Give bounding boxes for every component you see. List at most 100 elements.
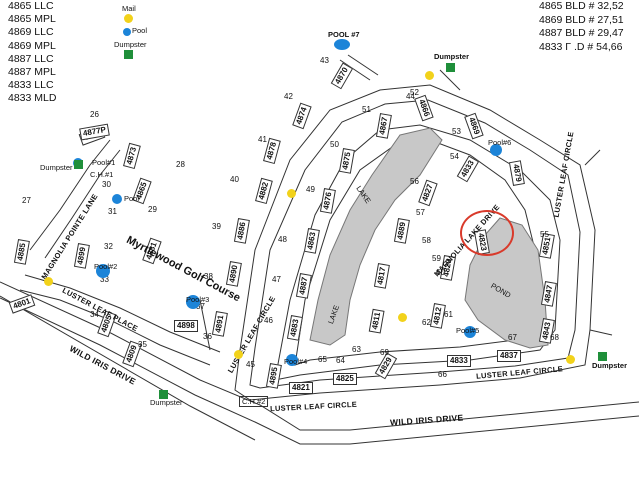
building-number: 65 <box>318 355 327 364</box>
legend-left-row: 4833 MLD <box>8 92 57 105</box>
legend-right-row: 4887 BLD # 29,47 <box>539 27 624 39</box>
building-number: 32 <box>104 242 113 251</box>
building-number: 40 <box>230 175 239 184</box>
mail-icon <box>398 313 407 322</box>
building-number: 51 <box>362 105 371 114</box>
dumpster-label: Dumpster <box>150 398 183 407</box>
legend-right: 4865 BLD # 32,52 4869 BLD # 27,51 4887 B… <box>539 0 624 54</box>
building-number: 31 <box>108 207 117 216</box>
building-number: 53 <box>452 127 461 136</box>
building-number: 52 <box>410 88 419 97</box>
legend-left-row: 4869 LLC <box>8 26 54 39</box>
pool-label: Pool#2 <box>94 262 118 271</box>
building-number: 60 <box>436 268 445 277</box>
building-number: 63 <box>352 345 361 354</box>
pool-label: Pool#1 <box>92 158 116 167</box>
building-number: 47 <box>272 275 281 284</box>
building-number: 41 <box>258 135 267 144</box>
dumpster-icon <box>74 160 83 169</box>
building-number: 48 <box>278 235 287 244</box>
building: 4825 <box>333 373 357 385</box>
mail-icon <box>425 71 434 80</box>
building-number: 42 <box>284 92 293 101</box>
building: 4837 <box>497 350 521 362</box>
legend-left-row: 4887 MPL <box>8 65 56 78</box>
pool-icon <box>464 326 476 338</box>
building-number: 59 <box>432 254 441 263</box>
pool-icon <box>123 28 131 36</box>
legend-right-row: 4865 BLD # 32,52 <box>539 0 624 12</box>
mail-icon <box>234 350 243 359</box>
building-number: 35 <box>138 340 147 349</box>
building-number: 64 <box>336 356 345 365</box>
pool-label: Pool#6 <box>488 138 512 147</box>
pool-icon <box>334 39 350 50</box>
building-number: 44 <box>406 92 415 101</box>
highlighted-building-ring <box>460 210 514 256</box>
building: 4821 <box>289 382 313 394</box>
legend-dumpster-label: Dumpster <box>114 40 147 49</box>
building-number: 54 <box>450 152 459 161</box>
legend-right-row: 4869 BLD # 27,51 <box>539 13 624 26</box>
building: 4898 <box>174 320 198 332</box>
lake <box>309 127 443 346</box>
dumpster-icon <box>159 390 168 399</box>
building-number: 43 <box>320 56 329 65</box>
dumpster-icon <box>598 352 607 361</box>
building-number: 28 <box>176 160 185 169</box>
building-number: 27 <box>22 196 31 205</box>
building-number: 68 <box>550 333 559 342</box>
building-number: 33 <box>100 275 109 284</box>
dumpster-label: Dumpster <box>434 52 470 61</box>
mail-icon <box>44 277 53 286</box>
pool-icon <box>186 295 200 309</box>
building-number: 66 <box>438 370 447 379</box>
building-number: 67 <box>508 333 517 342</box>
pool-label: Pool#3 <box>186 295 210 304</box>
pool-icon <box>96 264 110 278</box>
pool-label: POOL #7 <box>328 30 360 39</box>
legend-right-row: 4833 Γ .D # 54,66 <box>539 40 623 53</box>
building-number: 58 <box>422 236 431 245</box>
mail-icon <box>566 355 575 364</box>
building-number: 56 <box>410 177 419 186</box>
dumpster-label: Dumpster <box>40 163 73 172</box>
building-number: 61 <box>444 310 453 319</box>
legend-pool-label: Pool <box>132 26 148 35</box>
building-number: 30 <box>102 180 111 189</box>
legend-left-row: 4865 LLC <box>8 0 54 12</box>
building-number: 46 <box>264 316 273 325</box>
clubhouse-label: C.H.#1 <box>90 170 114 179</box>
legend-left-row: 4865 MPL <box>8 13 56 26</box>
luster-leaf-circle-road <box>234 84 596 401</box>
mail-icon <box>124 14 133 23</box>
building-number: 26 <box>90 110 99 119</box>
building-number: 45 <box>246 360 255 369</box>
building-number: 38 <box>204 272 213 281</box>
building-number: 69 <box>380 348 389 357</box>
legend-left: 4865 LLC 4865 MPL 4869 LLC 4869 MPL 4887… <box>8 0 56 106</box>
building-number: 57 <box>416 208 425 217</box>
building-number: 37 <box>196 302 205 311</box>
pool-label: Pool#5 <box>456 326 480 335</box>
pool-label: Pool#4 <box>284 357 308 366</box>
building-number: 34 <box>90 310 99 319</box>
dumpster-icon <box>124 50 133 59</box>
building-number: 62 <box>422 318 431 327</box>
pool-icon <box>286 354 298 366</box>
clubhouse-label: C.H.#2 <box>239 396 269 407</box>
mail-icon <box>287 189 296 198</box>
pool-icon <box>490 144 502 156</box>
legend-mail-label: Mail <box>122 4 136 13</box>
building-number: 50 <box>330 140 339 149</box>
building: 4833 <box>447 355 471 367</box>
pool-icon <box>112 194 122 204</box>
building-number: 55 <box>540 230 549 239</box>
legend-left-row: 4869 MPL <box>8 39 56 52</box>
dumpster-label: Dumpster <box>592 361 628 370</box>
dumpster-icon <box>446 63 455 72</box>
legend-left-row: 4833 LLC <box>8 79 54 92</box>
building-number: 39 <box>212 222 221 231</box>
building-number: 49 <box>306 185 315 194</box>
building-number: 29 <box>148 205 157 214</box>
